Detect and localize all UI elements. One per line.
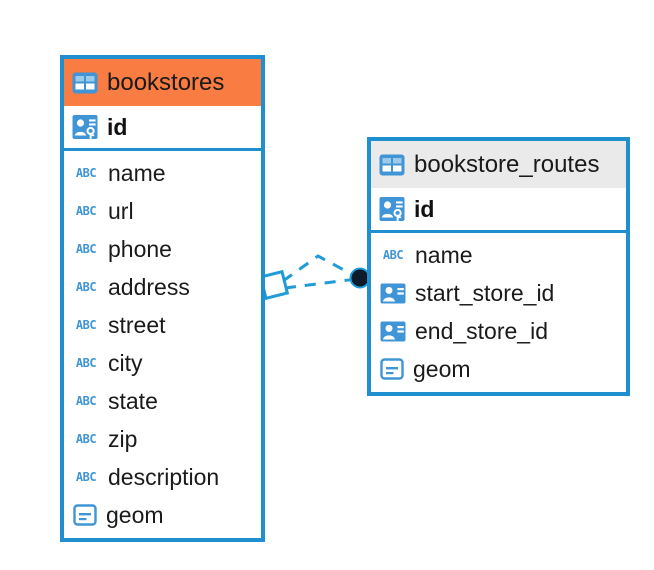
field-label-zip: zip	[108, 425, 138, 452]
field-label-address: address	[108, 273, 190, 300]
field-row-street[interactable]: ABC street	[64, 306, 261, 344]
entity-title-bookstore-routes: bookstore_routes	[414, 150, 600, 178]
abc-glyph: ABC	[75, 318, 97, 332]
text-abc-icon: ABC	[380, 247, 406, 263]
abc-glyph: ABC	[75, 394, 97, 408]
field-label-state: state	[108, 387, 158, 414]
text-abc-icon: ABC	[73, 355, 99, 371]
field-row-geom[interactable]: geom	[64, 496, 261, 534]
field-row-primary-key[interactable]: id	[371, 188, 626, 233]
table-icon	[379, 154, 405, 176]
field-row-name[interactable]: ABC name	[64, 154, 261, 192]
abc-glyph: ABC	[75, 166, 97, 180]
text-abc-icon: ABC	[73, 469, 99, 485]
relationship-edge-1	[282, 254, 358, 283]
field-row-phone[interactable]: ABC phone	[64, 230, 261, 268]
field-label-phone: phone	[108, 235, 172, 262]
field-list-bookstores: ABC name ABC url ABC phone ABC	[64, 151, 261, 538]
relationship-edge-2	[284, 277, 358, 290]
abc-glyph: ABC	[75, 356, 97, 370]
text-abc-icon: ABC	[73, 393, 99, 409]
field-row-url[interactable]: ABC url	[64, 192, 261, 230]
field-label-id: id	[414, 195, 435, 222]
text-abc-icon: ABC	[73, 165, 99, 181]
field-row-geom[interactable]: geom	[371, 350, 626, 388]
primary-key-icon	[72, 114, 98, 141]
field-label-city: city	[108, 349, 143, 376]
abc-glyph: ABC	[75, 432, 97, 446]
field-label-start-store-id: start_store_id	[415, 279, 555, 306]
abc-glyph: ABC	[75, 280, 97, 294]
foreign-key-icon	[380, 283, 406, 304]
entity-header-bookstore-routes[interactable]: bookstore_routes	[371, 141, 626, 188]
field-row-start-store-id[interactable]: start_store_id	[371, 274, 626, 312]
foreign-key-icon	[380, 321, 406, 342]
abc-glyph: ABC	[75, 204, 97, 218]
entity-header-bookstores[interactable]: bookstores	[64, 59, 261, 106]
field-list-bookstore-routes: ABC name start_store_id	[371, 233, 626, 392]
field-label-description: description	[108, 463, 220, 490]
entity-title-bookstores: bookstores	[107, 68, 225, 96]
field-label-name: name	[415, 241, 473, 268]
text-abc-icon: ABC	[73, 279, 99, 295]
field-row-name[interactable]: ABC name	[371, 236, 626, 274]
field-row-address[interactable]: ABC address	[64, 268, 261, 306]
field-row-end-store-id[interactable]: end_store_id	[371, 312, 626, 350]
field-label-url: url	[108, 197, 134, 224]
text-abc-icon: ABC	[73, 241, 99, 257]
field-row-description[interactable]: ABC description	[64, 458, 261, 496]
entity-bookstore-routes[interactable]: bookstore_routes id ABC	[367, 137, 630, 396]
field-row-city[interactable]: ABC city	[64, 344, 261, 382]
geometry-icon	[73, 504, 97, 526]
field-row-zip[interactable]: ABC zip	[64, 420, 261, 458]
text-abc-icon: ABC	[73, 317, 99, 333]
entity-bookstores[interactable]: bookstores id ABC	[60, 55, 265, 542]
abc-glyph: ABC	[382, 248, 404, 262]
text-abc-icon: ABC	[73, 431, 99, 447]
abc-glyph: ABC	[75, 242, 97, 256]
field-row-state[interactable]: ABC state	[64, 382, 261, 420]
field-label-geom: geom	[413, 355, 471, 382]
field-label-name: name	[108, 159, 166, 186]
text-abc-icon: ABC	[73, 203, 99, 219]
field-label-geom: geom	[106, 501, 164, 528]
field-row-primary-key[interactable]: id	[64, 106, 261, 151]
table-icon	[72, 72, 98, 94]
primary-key-icon	[379, 196, 405, 223]
geometry-icon	[380, 358, 404, 380]
field-label-id: id	[107, 113, 128, 140]
abc-glyph: ABC	[75, 470, 97, 484]
field-label-end-store-id: end_store_id	[415, 317, 548, 344]
field-label-street: street	[108, 311, 166, 338]
